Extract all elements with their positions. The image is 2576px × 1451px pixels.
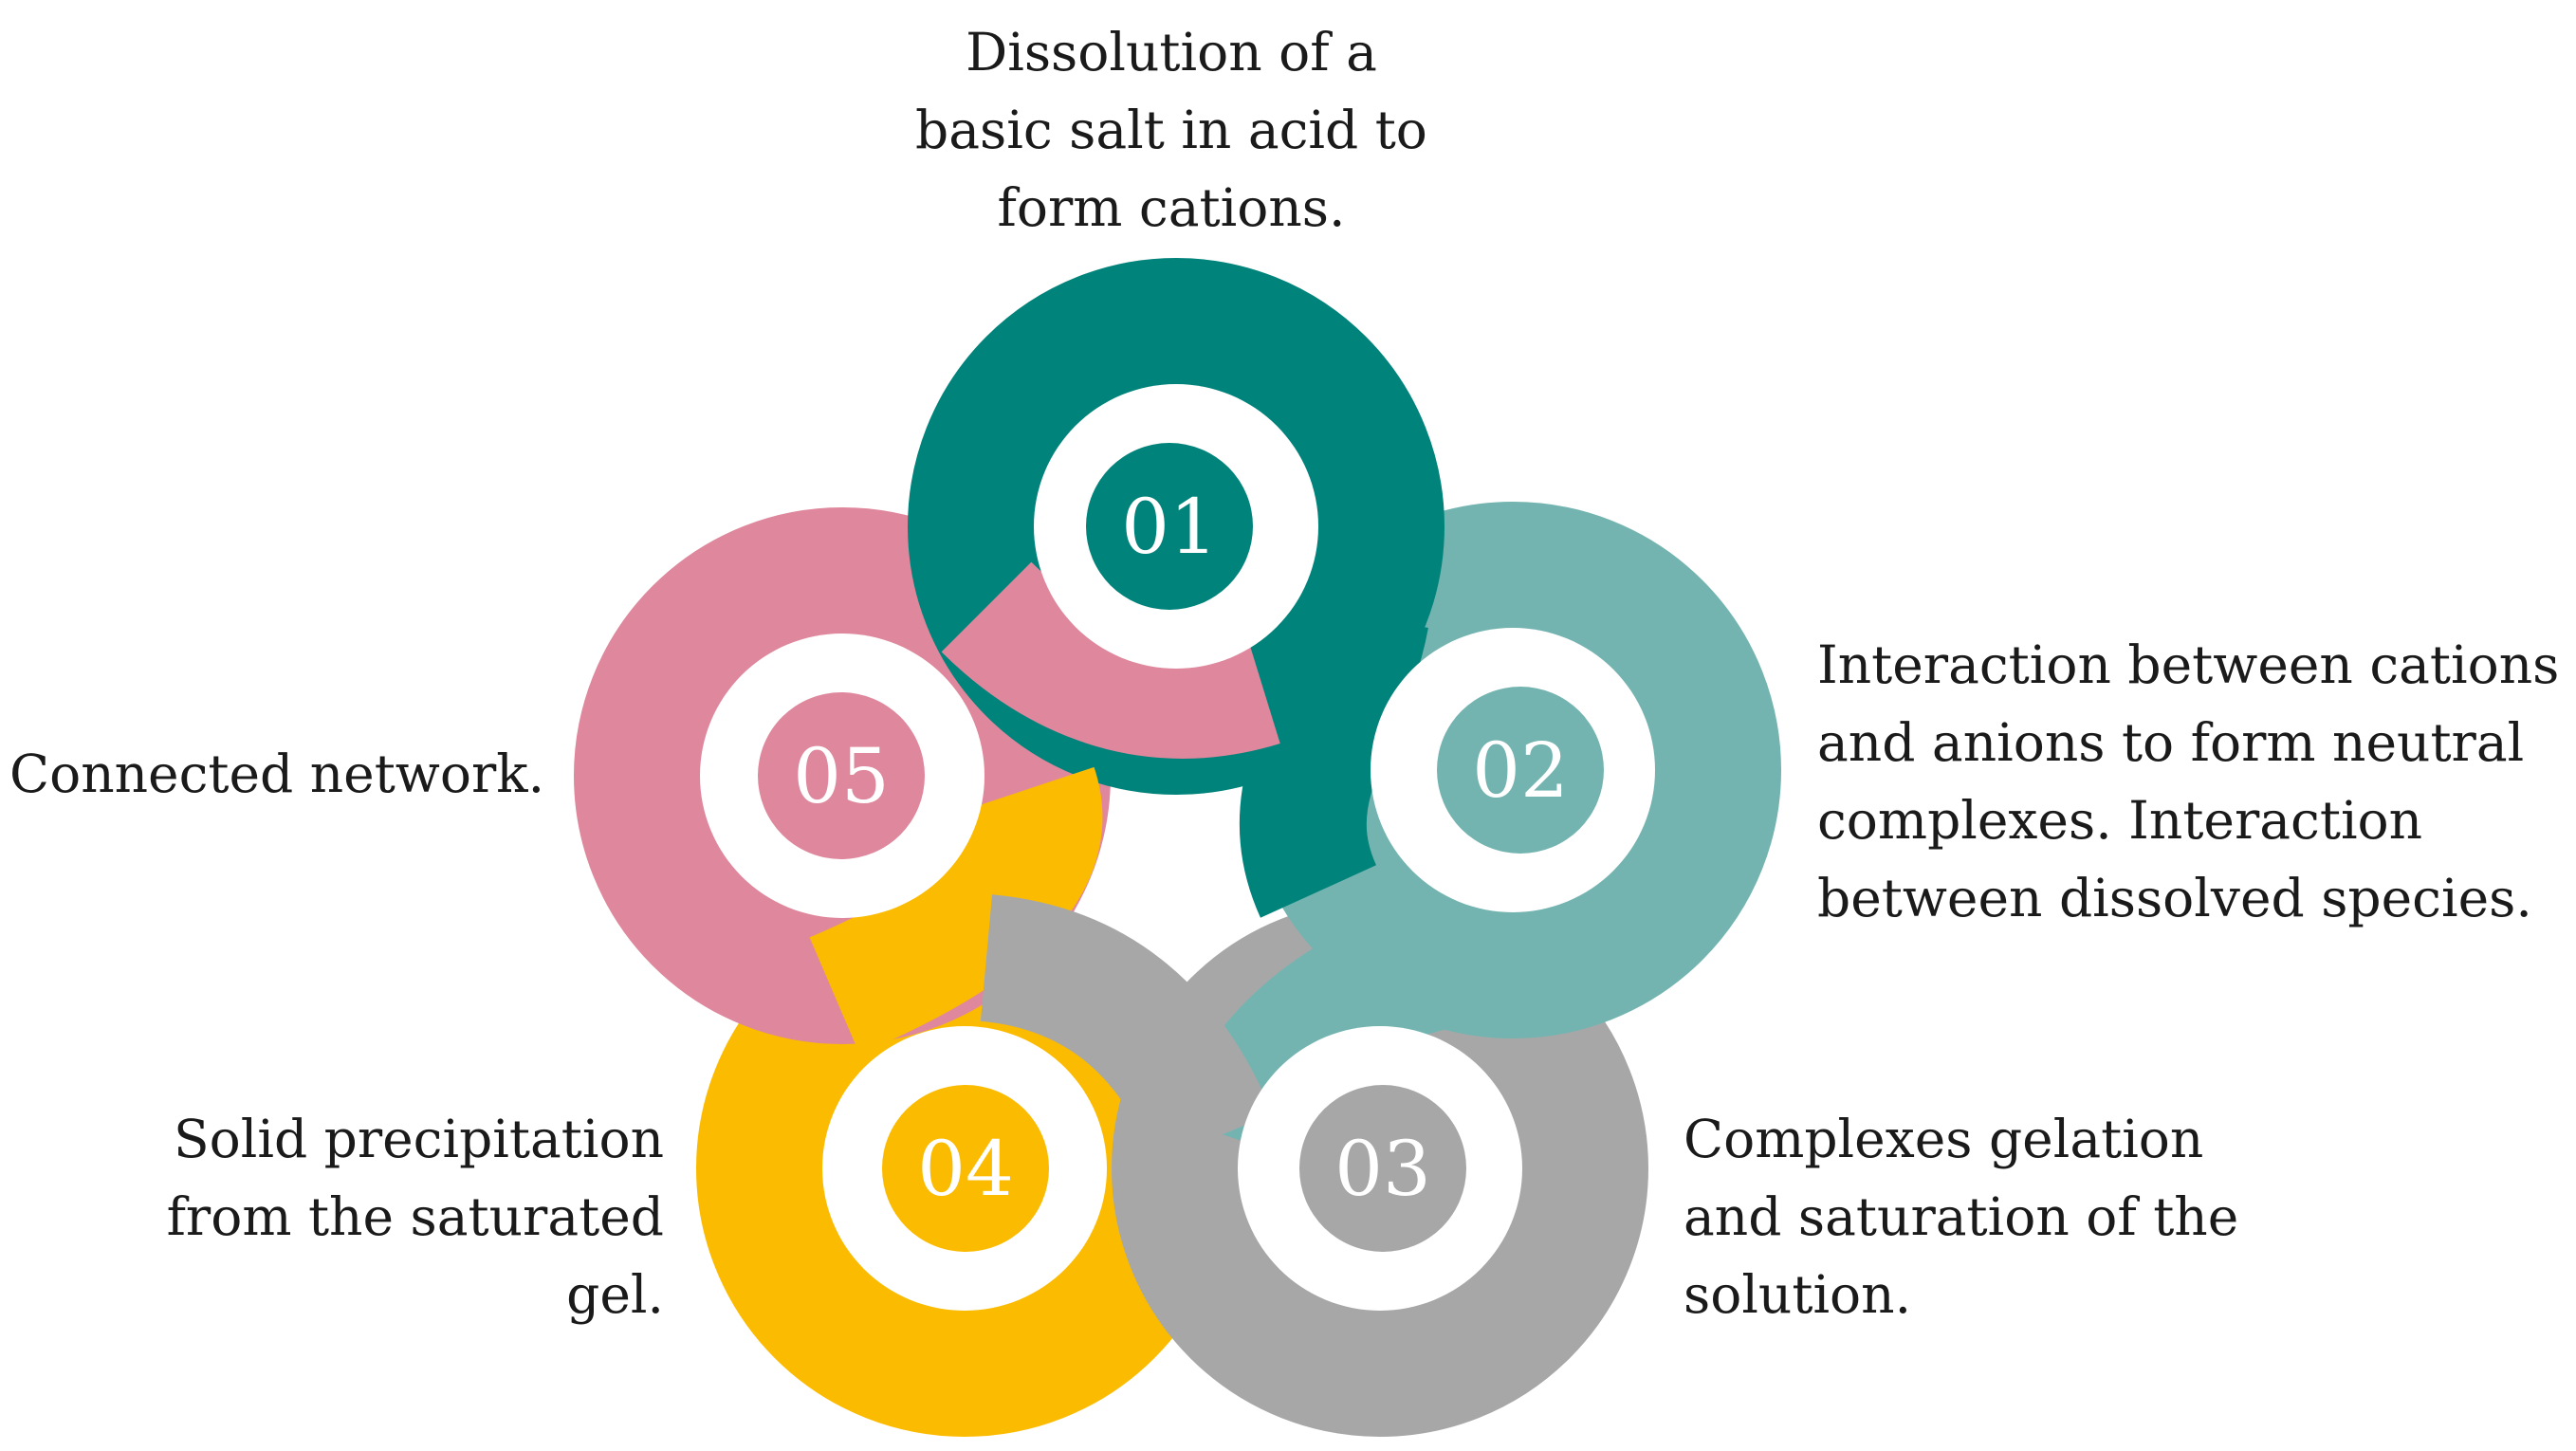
- step-02-number: 02: [1472, 726, 1569, 815]
- step-03-number: 03: [1334, 1125, 1431, 1213]
- step-04-number: 04: [917, 1125, 1014, 1213]
- step-03-description: Complexes gelation and saturation of the…: [1684, 1109, 2239, 1325]
- step-05-badge: [758, 692, 925, 859]
- step-04-badge: [882, 1085, 1049, 1252]
- step-02-description: Interaction between cations and anions t…: [1817, 634, 2560, 928]
- step-01-number: 01: [1121, 483, 1218, 571]
- step-05-number: 05: [793, 732, 890, 820]
- step-05-description: Connected network.: [9, 744, 545, 804]
- step-04-description: Solid precipitation from the saturated g…: [166, 1109, 664, 1325]
- step-03-badge: [1299, 1085, 1466, 1252]
- step-01-description: Dissolution of a basic salt in acid to f…: [915, 22, 1427, 238]
- band-05-to-01: [941, 560, 1280, 759]
- step-01-badge: [1086, 443, 1253, 610]
- band-01-to-02: [1239, 603, 1428, 918]
- step-02-badge: [1437, 687, 1604, 854]
- band-03-to-04: [979, 894, 1273, 1164]
